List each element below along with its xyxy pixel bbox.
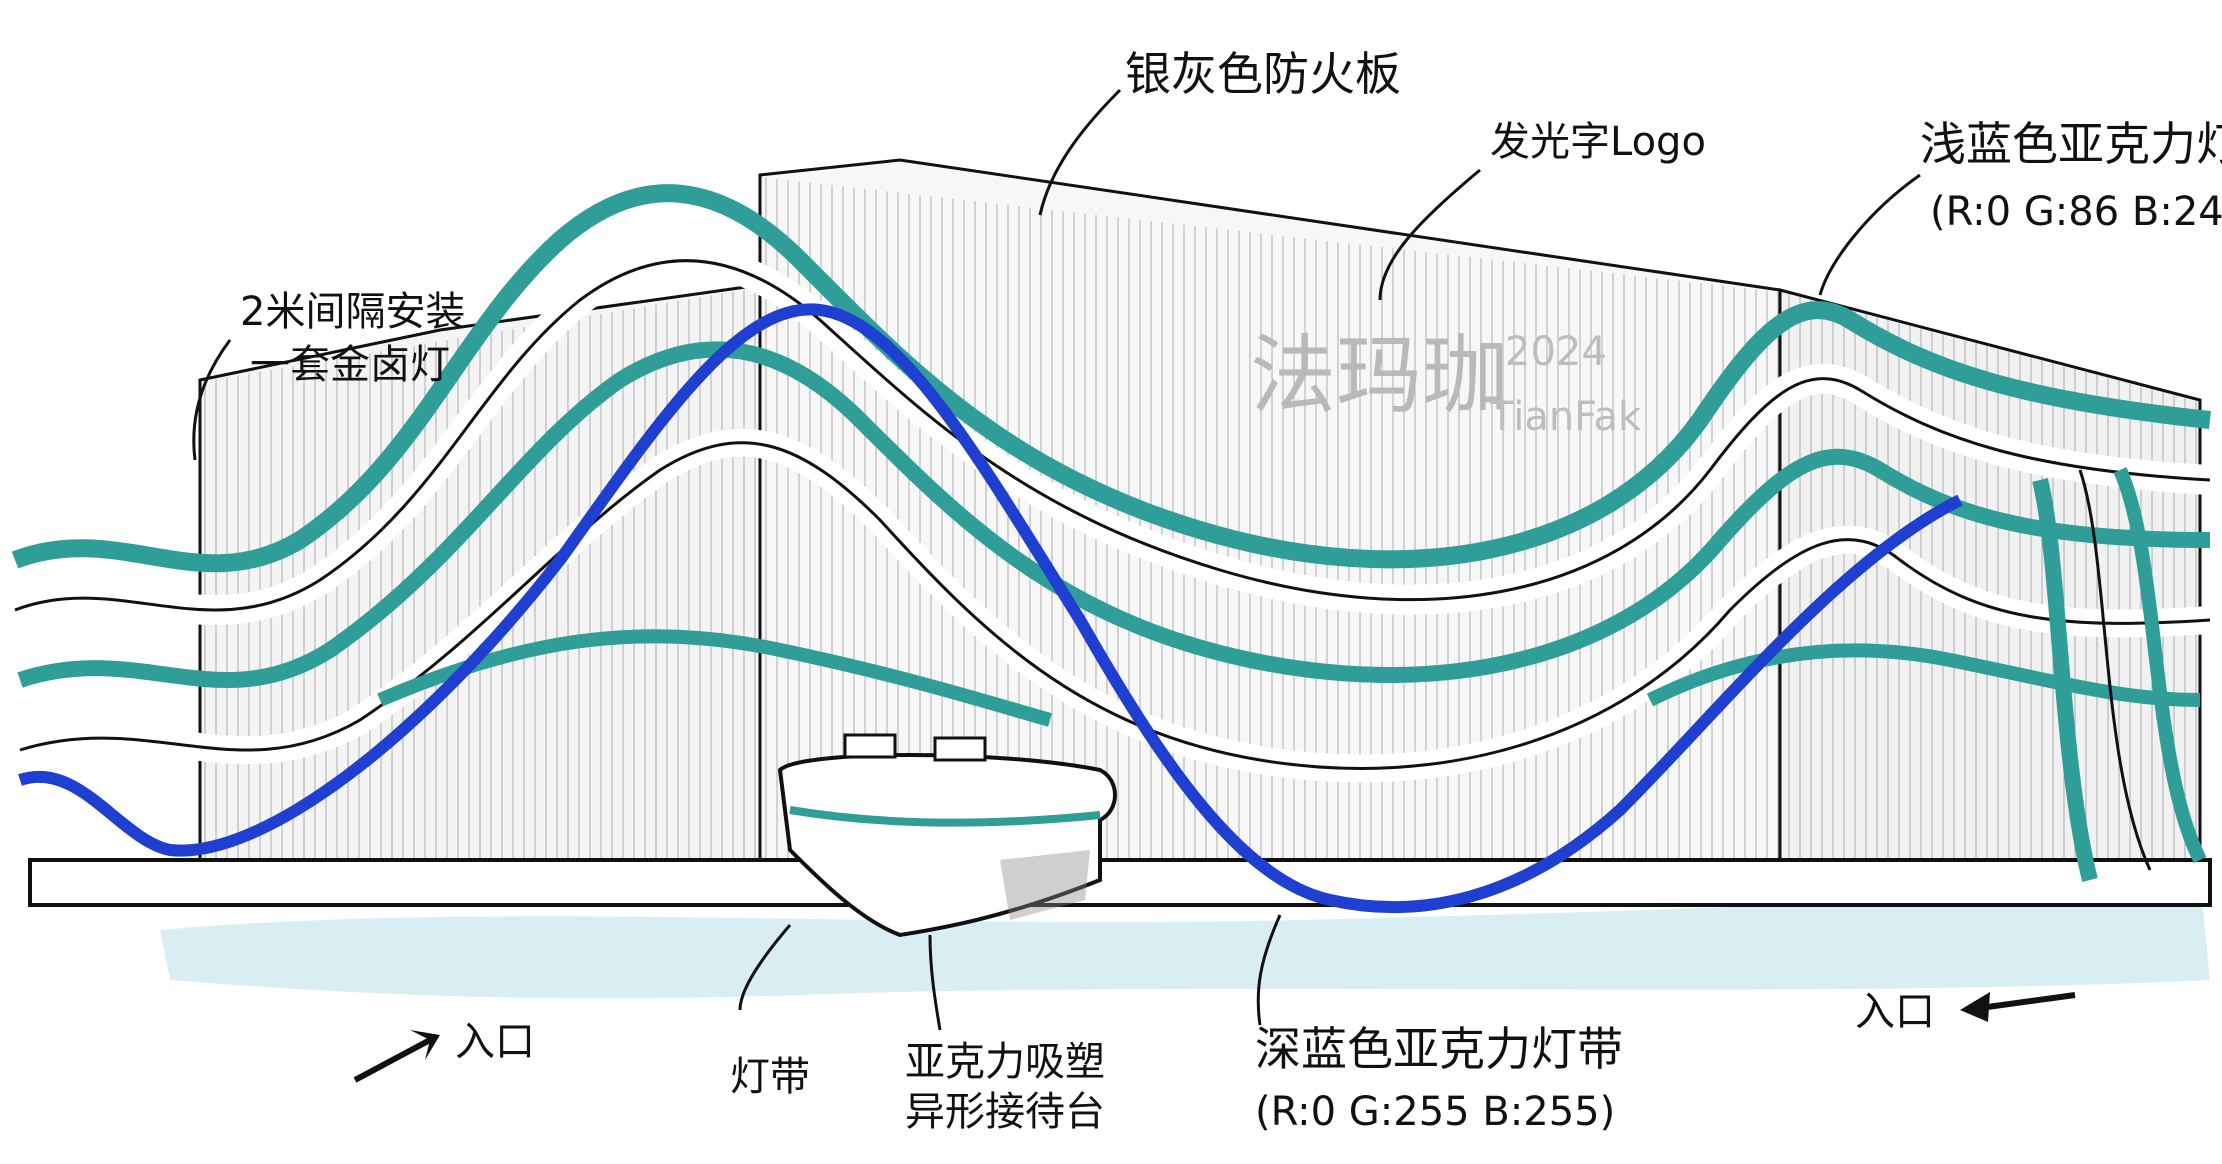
- label-dark-blue-strip: 深蓝色亚克力灯带: [1255, 1022, 1623, 1076]
- label-entrance-left: 入口: [455, 1019, 535, 1065]
- label-spacing-line1: 2米间隔安装: [240, 289, 465, 335]
- leader-lines: [192, 88, 1921, 1031]
- right-ribbon-columns: [2032, 467, 2207, 882]
- ribbon-5: [377, 629, 1052, 727]
- label-light-blue-rgb: (R:0 G:86 B:245): [1930, 189, 2222, 235]
- logo-brand: TianFak: [1489, 394, 1642, 440]
- label-silver-fireproof-board: 银灰色防火板: [1125, 47, 1401, 101]
- label-dark-blue-rgb: (R:0 G:255 B:255): [1255, 1089, 1615, 1135]
- label-light-blue-strip: 浅蓝色亚克力灯带: [1920, 117, 2222, 171]
- ribbon-3: [17, 341, 2211, 688]
- label-spacing-line2: 一套金卤灯: [250, 342, 450, 388]
- label-reception-line1: 亚克力吸塑: [905, 1039, 1105, 1085]
- label-light-strip: 灯带: [730, 1054, 810, 1100]
- logo-title: 法玛珈: [1250, 326, 1508, 426]
- base-plinth: [28, 858, 2212, 907]
- monitor-2: [933, 736, 987, 762]
- left-entrance-arrow-icon: [353, 1030, 440, 1083]
- logo-year: 2024: [1505, 329, 1607, 375]
- label-luminous-logo: 发光字Logo: [1490, 119, 1706, 165]
- ribbon-bands: [9, 184, 2211, 914]
- ribbon-1: [11, 184, 2211, 573]
- reception-desk: [777, 733, 1117, 938]
- floor-wash: [160, 880, 2210, 999]
- monitor-1: [843, 733, 897, 759]
- right-entrance-arrow-icon: [1960, 992, 2076, 1022]
- label-reception-line2: 异形接待台: [905, 1089, 1105, 1135]
- label-entrance-right: 入口: [1855, 989, 1935, 1035]
- ribbon-2-outline: [14, 259, 2211, 612]
- ribbon-6: [1646, 643, 2201, 707]
- deep-blue-light-strip: [18, 303, 1963, 914]
